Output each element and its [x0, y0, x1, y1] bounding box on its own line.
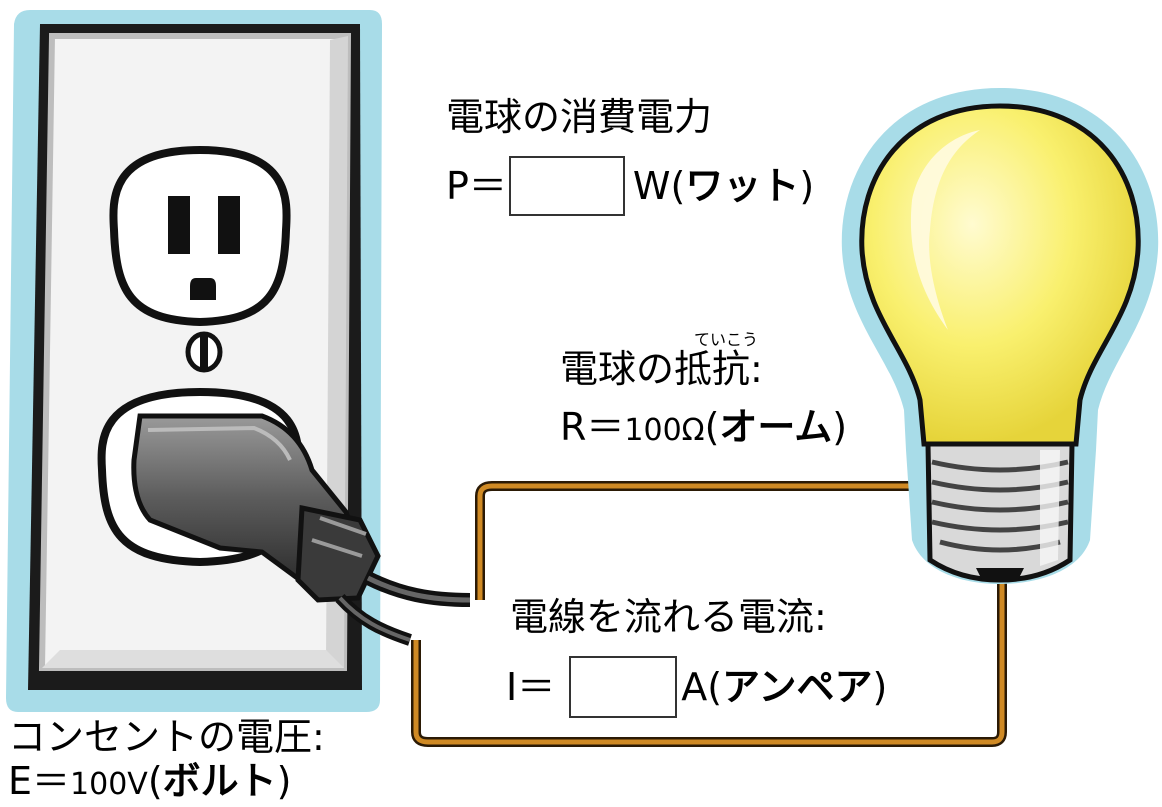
current-unit-name: アンペア — [722, 665, 873, 709]
power-answer-box[interactable] — [508, 156, 625, 216]
resistance-ruby: ていこう — [694, 330, 759, 349]
current-unit: A — [681, 665, 708, 709]
resistance-value: 100Ω — [624, 413, 705, 448]
resistance-title: 電球の抵抗: — [560, 350, 763, 388]
power-equation: P＝ W(ワット) — [446, 156, 814, 216]
plug — [131, 413, 381, 603]
power-unit: W — [632, 164, 671, 208]
voltage-unit-name: ボルト — [162, 759, 277, 803]
power-prefix: P＝ — [446, 164, 507, 208]
current-answer-box[interactable] — [569, 656, 678, 718]
power-title: 電球の消費電力 — [446, 95, 713, 139]
voltage-prefix: E＝ — [8, 759, 71, 803]
resistance-title-kanji: 抵抗 — [674, 347, 751, 391]
voltage-equation: E＝100V(ボルト) — [8, 759, 292, 803]
upper-receptacle — [109, 145, 291, 327]
voltage-title: コンセントの電圧: — [8, 715, 325, 759]
resistance-title-colon: : — [750, 347, 763, 391]
current-equation: I＝ A(アンペア) — [506, 656, 887, 718]
voltage-value: 100V — [70, 767, 148, 802]
wires — [411, 481, 1072, 747]
resistance-unit-name: オーム — [719, 405, 833, 449]
screw-icon — [185, 331, 223, 373]
resistance-prefix: R＝ — [560, 405, 625, 449]
current-title: 電線を流れる電流: — [510, 595, 827, 639]
resistance-equation: R＝100Ω(オーム) — [560, 405, 848, 449]
light-bulb-icon — [841, 88, 1159, 584]
resistance-title-main: 電球の — [560, 347, 675, 391]
power-unit-name: ワット — [685, 164, 800, 208]
current-prefix: I＝ — [506, 665, 556, 709]
outlet — [6, 10, 471, 712]
